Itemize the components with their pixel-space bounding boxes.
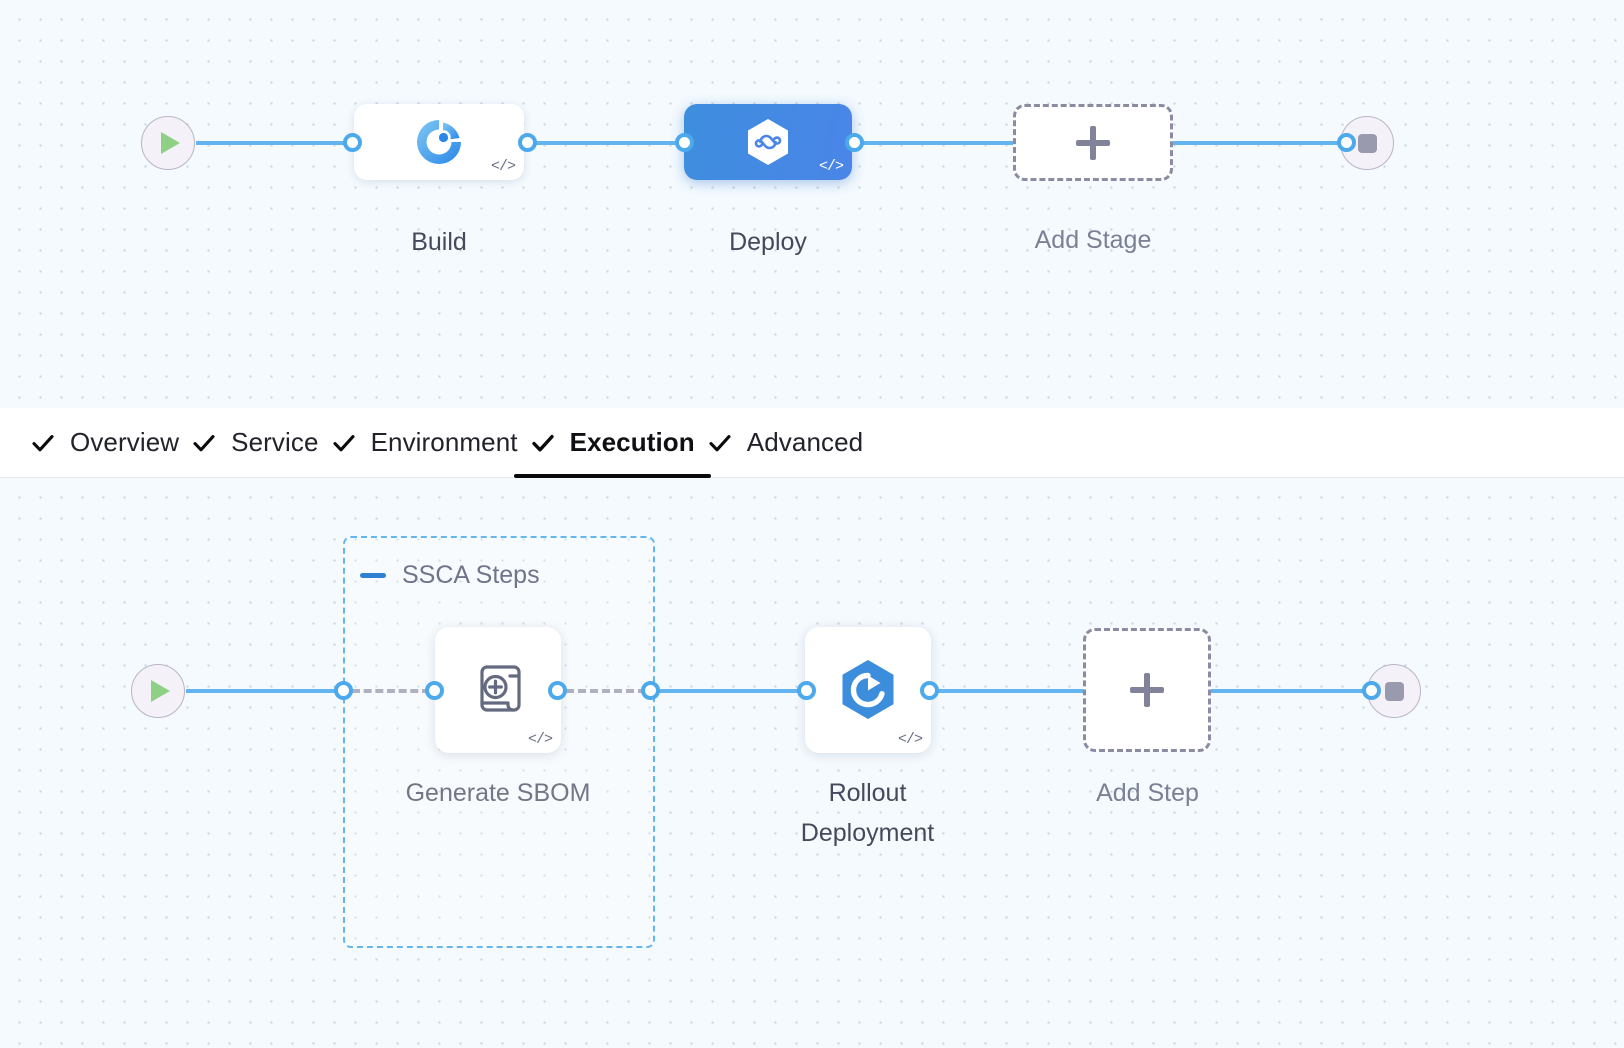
step-link-start-group — [186, 689, 346, 693]
add-stage-label: Add Stage — [1034, 226, 1152, 254]
tab-execution[interactable]: Execution — [513, 408, 711, 478]
tab-label: Environment — [370, 427, 518, 457]
step-link-group-rollout — [652, 689, 814, 693]
add-step-button[interactable] — [1083, 628, 1211, 752]
play-icon — [151, 680, 170, 702]
plus-icon — [1076, 125, 1110, 160]
plus-icon — [1130, 673, 1164, 707]
code-badge-icon[interactable]: </> — [490, 158, 516, 175]
tab-label: Advanced — [746, 427, 864, 457]
step-port-rollout-in[interactable] — [797, 681, 816, 700]
step-port-group-in[interactable] — [334, 681, 353, 700]
stage-link-deploy-add — [846, 141, 1022, 145]
stage-config-tabs[interactable]: Overview Service Environment Execution A — [0, 408, 1624, 478]
step-port-sbom-out[interactable] — [548, 681, 567, 700]
step-port-group-out[interactable] — [641, 681, 660, 700]
tab-label: Overview — [70, 427, 180, 457]
ssca-steps-group-title: SSCA Steps — [402, 561, 540, 589]
check-icon — [30, 430, 56, 456]
add-step-label: Add Step — [1096, 779, 1199, 807]
tab-label: Service — [231, 427, 319, 457]
step-port-rollout-out[interactable] — [920, 681, 939, 700]
step-port-end-in[interactable] — [1362, 681, 1381, 700]
stage-port-build-in[interactable] — [343, 133, 362, 152]
step-end-node[interactable] — [1367, 664, 1421, 718]
tab-environment[interactable]: Environment — [325, 408, 524, 477]
code-badge-icon[interactable]: </> — [818, 158, 844, 175]
stage-card-build[interactable]: </> — [354, 104, 524, 180]
stage-label-build: Build — [411, 228, 467, 256]
step-card-generate-sbom[interactable]: </> — [435, 627, 561, 753]
deploy-hexagon-infinity-icon — [748, 119, 788, 165]
step-link-rollout-add — [930, 689, 1085, 693]
collapse-minus-icon[interactable] — [360, 573, 386, 578]
stage-start-node[interactable] — [141, 116, 195, 170]
tab-advanced[interactable]: Advanced — [701, 408, 869, 477]
step-label-generate-sbom: Generate SBOM — [405, 779, 591, 807]
sbom-scroll-plus-icon — [480, 665, 521, 712]
stop-icon — [1357, 133, 1377, 153]
tab-label: Execution — [569, 427, 695, 457]
step-port-sbom-in[interactable] — [425, 681, 444, 700]
stage-card-deploy[interactable]: </> — [684, 104, 852, 180]
step-link-sbom-groupout-dashed — [566, 689, 646, 693]
stage-link-build-deploy — [520, 141, 686, 145]
ssca-steps-group-header[interactable]: SSCA Steps — [360, 561, 540, 590]
add-stage-button[interactable] — [1013, 104, 1173, 181]
step-card-rollout-deployment[interactable]: </> — [805, 627, 931, 753]
check-icon — [707, 430, 733, 456]
rollout-hexagon-refresh-icon — [842, 660, 894, 719]
code-badge-icon[interactable]: </> — [897, 731, 923, 748]
check-icon — [331, 430, 357, 456]
stage-port-build-out[interactable] — [518, 133, 537, 152]
stage-label-deploy: Deploy — [729, 228, 807, 256]
play-icon — [161, 132, 180, 154]
build-donut-icon — [417, 120, 461, 164]
check-icon — [191, 430, 217, 456]
step-link-add-end — [1210, 689, 1370, 693]
execution-steps-canvas[interactable]: SSCA Steps — [0, 478, 1624, 1048]
step-start-node[interactable] — [131, 664, 185, 718]
code-badge-icon[interactable]: </> — [527, 731, 553, 748]
stage-link-start-build — [196, 141, 360, 145]
stage-link-add-end — [1165, 141, 1355, 145]
stop-icon — [1384, 681, 1404, 701]
check-icon — [530, 430, 556, 456]
stage-port-deploy-in[interactable] — [675, 133, 694, 152]
tab-service[interactable]: Service — [185, 408, 324, 477]
stage-port-deploy-out[interactable] — [845, 133, 864, 152]
tab-overview[interactable]: Overview — [24, 408, 185, 477]
stage-canvas[interactable]: </> Build </> Deploy Add Stage — [0, 0, 1624, 408]
step-link-group-sbom-dashed — [352, 689, 430, 693]
stage-port-end-in[interactable] — [1337, 133, 1356, 152]
step-label-rollout-deployment: Rollout Deployment — [800, 779, 935, 847]
